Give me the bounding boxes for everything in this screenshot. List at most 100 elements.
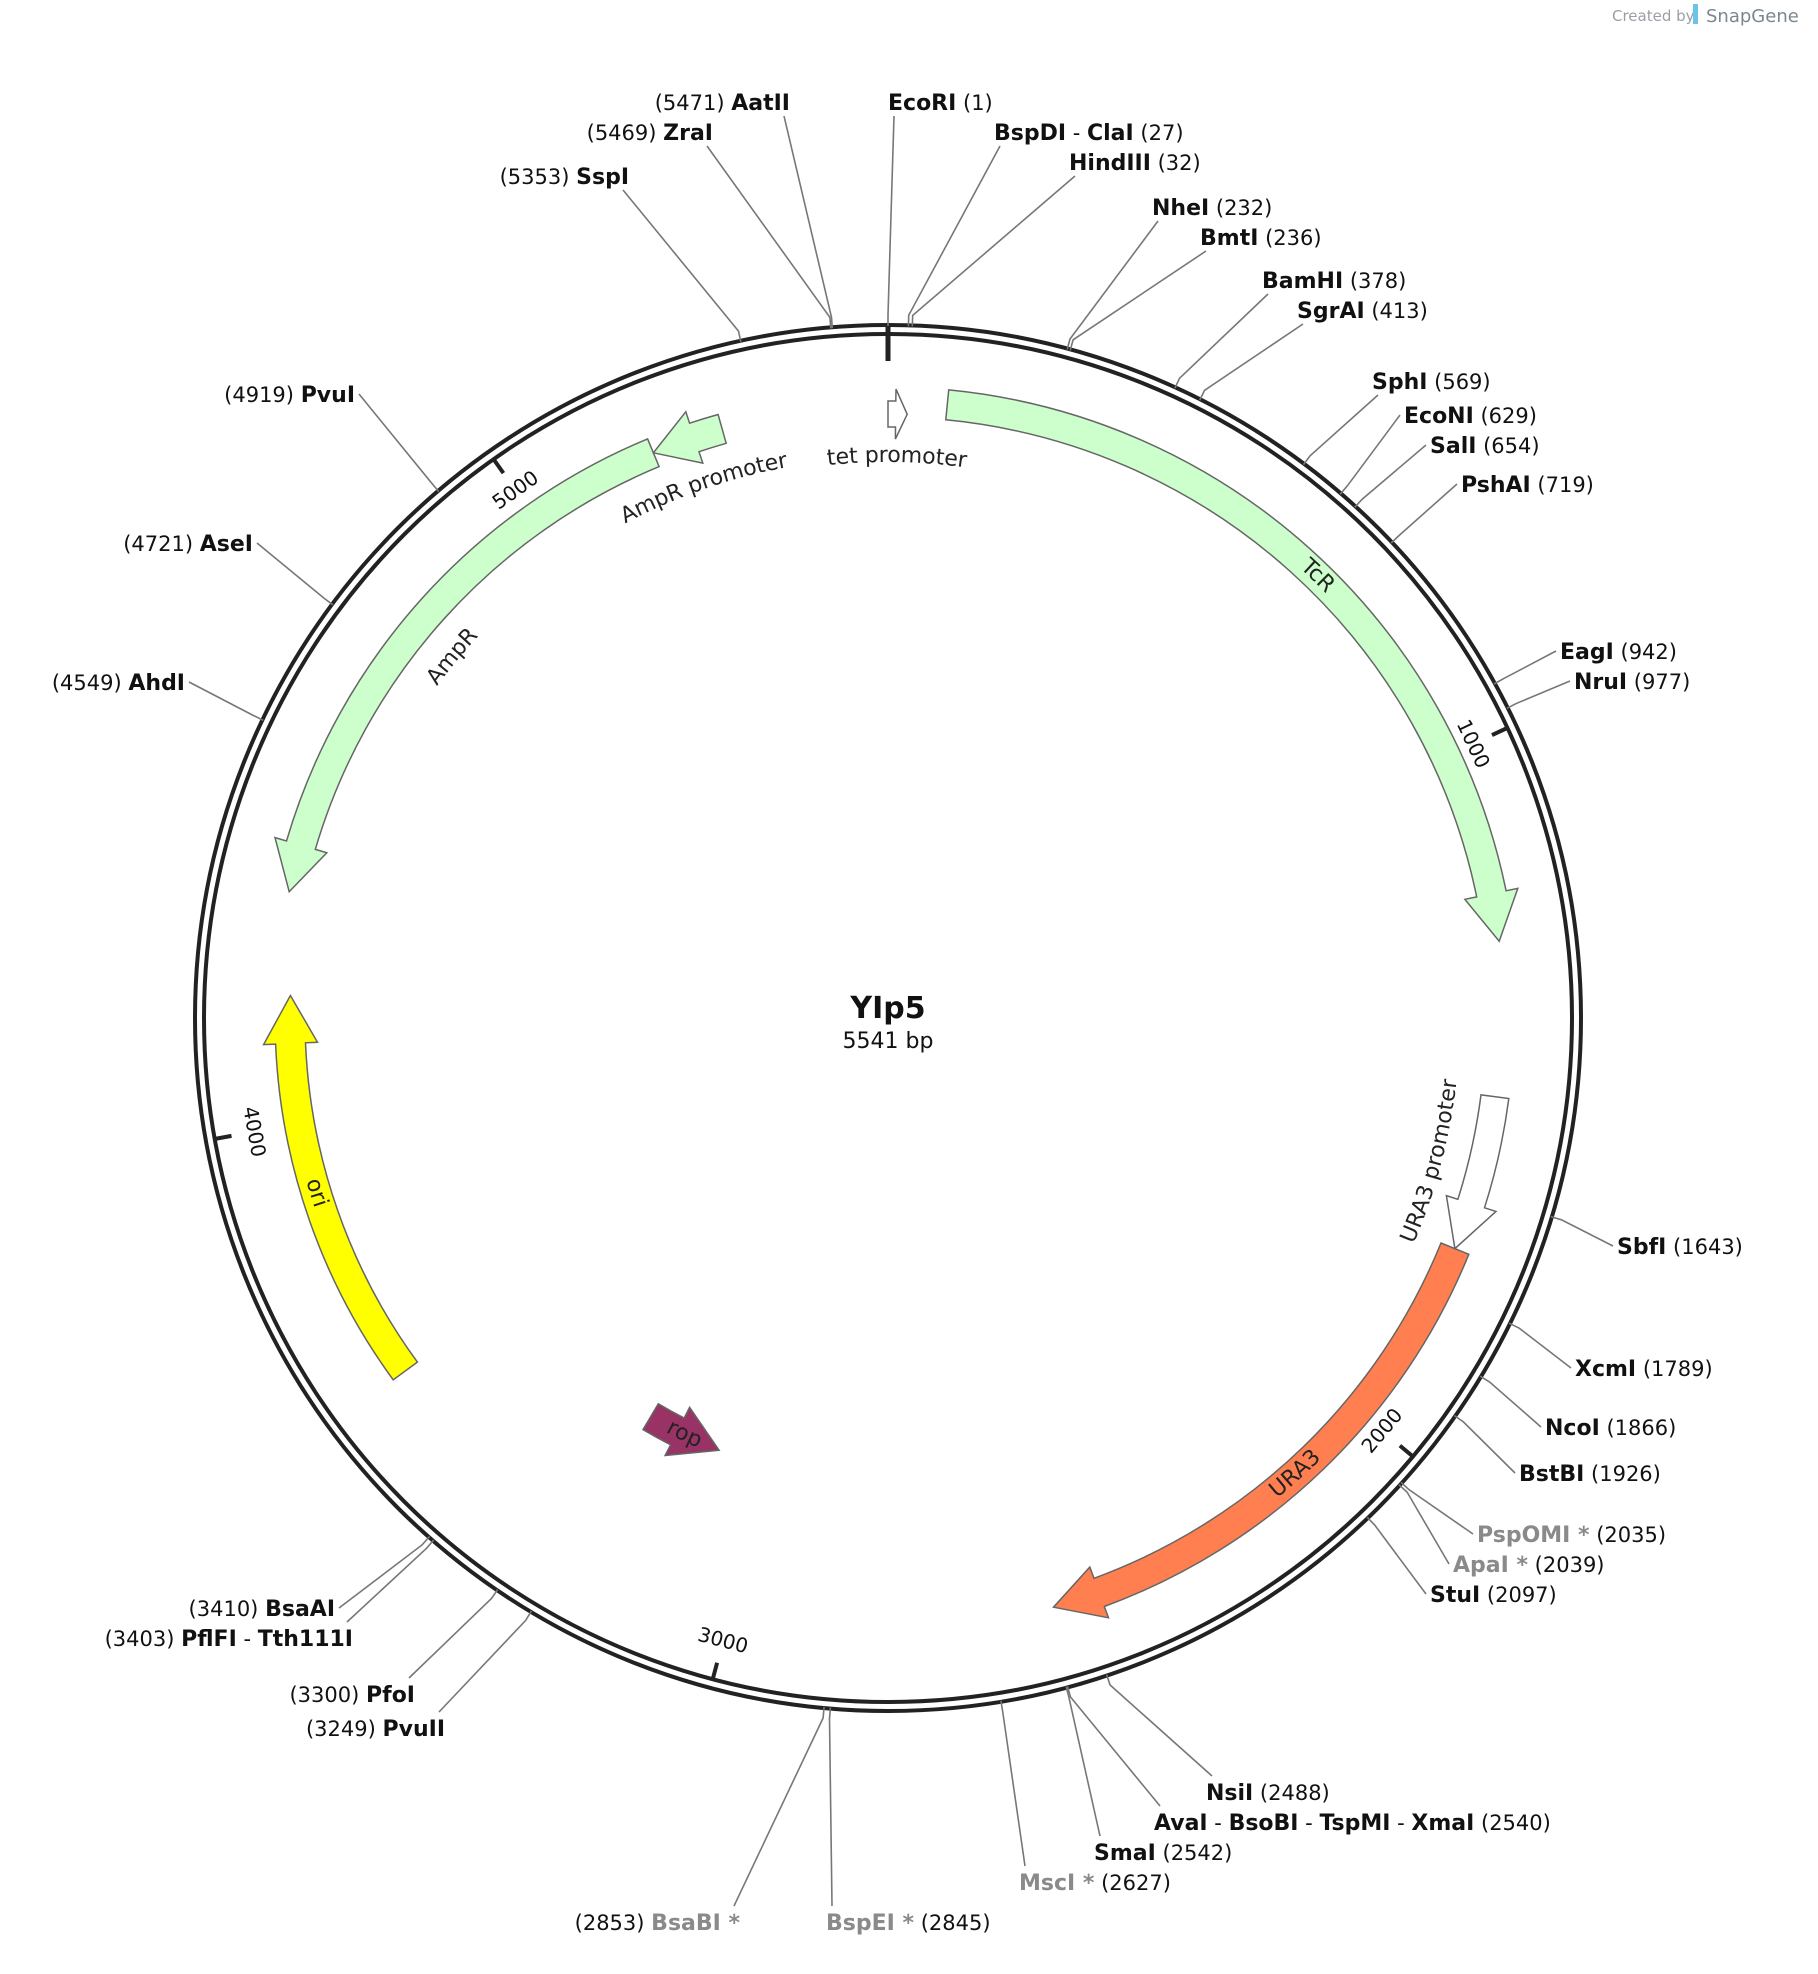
site-xcmi-sep xyxy=(1636,1357,1643,1381)
feature-ampr[interactable] xyxy=(273,437,661,894)
site-sgrai-position: (413) xyxy=(1371,299,1427,323)
site-sbfi-position: (1643) xyxy=(1673,1235,1743,1259)
site-nhei[interactable]: NheI (232) xyxy=(1066,196,1272,350)
site-pspomi-name-0: PspOMI * xyxy=(1477,1523,1590,1548)
site-ahdi[interactable]: (4549) AhdI xyxy=(52,671,264,722)
site-stui[interactable]: StuI (2097) xyxy=(1366,1516,1557,1608)
site-asei[interactable]: (4721) AseI xyxy=(123,532,334,606)
site-leader-pshai xyxy=(1390,483,1458,544)
site-pflfi-tth111i[interactable]: (3403) PflFI - Tth111I xyxy=(105,1539,435,1652)
site-bsaai-sep xyxy=(258,1597,265,1621)
site-smai-sep xyxy=(1156,1841,1163,1865)
site-sphi-sep xyxy=(1427,370,1434,394)
site-label-nhei: NheI (232) xyxy=(1152,196,1272,221)
site-hindiii-name-0: HindIII xyxy=(1069,151,1151,176)
site-asei-name-0: AseI xyxy=(200,532,253,557)
feature-ura3[interactable] xyxy=(1052,1242,1470,1619)
site-apai[interactable]: ApaI * (2039) xyxy=(1398,1484,1605,1578)
site-pfoi[interactable]: (3300) PfoI xyxy=(289,1588,499,1708)
site-bstbi-sep xyxy=(1584,1462,1591,1486)
site-apai-position: (2039) xyxy=(1535,1553,1605,1577)
site-sphi[interactable]: SphI (569) xyxy=(1302,370,1491,466)
site-ecori[interactable]: EcoRI (1) xyxy=(887,91,993,326)
site-bstbi[interactable]: BstBI (1926) xyxy=(1453,1414,1661,1487)
site-ahdi-name-0: AhdI xyxy=(128,671,185,696)
site-aatii-position: (5471) xyxy=(655,91,725,115)
snapgene-logo-icon xyxy=(1693,4,1698,24)
site-pflfi-tth111i-sep: - xyxy=(237,1627,258,1651)
site-sbfi-sep xyxy=(1666,1235,1673,1259)
site-avai-group-name-3: XmaI xyxy=(1411,1811,1474,1836)
site-pspomi[interactable]: PspOMI * (2035) xyxy=(1400,1481,1666,1548)
site-zrai-name-0: ZraI xyxy=(663,121,713,146)
feature-ori[interactable] xyxy=(262,993,419,1381)
site-leader-avai-group xyxy=(1066,1686,1161,1807)
site-leader-pvui xyxy=(358,393,440,493)
site-pflfi-tth111i-name-1: Tth111I xyxy=(258,1627,353,1652)
feature-ampr-promoter[interactable] xyxy=(652,410,728,465)
site-label-ecori: EcoRI (1) xyxy=(888,91,993,116)
site-bspdi-clai-name-1: ClaI xyxy=(1087,121,1134,146)
site-sbfi[interactable]: SbfI (1643) xyxy=(1550,1215,1743,1260)
site-pshai[interactable]: PshAI (719) xyxy=(1390,473,1594,544)
site-label-pvuii: (3249) PvuII xyxy=(306,1717,445,1742)
site-leader-stui xyxy=(1366,1516,1427,1595)
site-smai[interactable]: SmaI (2542) xyxy=(1065,1686,1232,1866)
site-bspdi-clai[interactable]: BspDI - ClaI (27) xyxy=(907,121,1184,327)
feature-ura3-promoter[interactable] xyxy=(1445,1094,1510,1251)
site-hindiii[interactable]: HindIII (32) xyxy=(911,151,1201,327)
site-econi[interactable]: EcoNI (629) xyxy=(1339,404,1537,495)
site-stui-sep xyxy=(1480,1583,1487,1607)
site-asei-position: (4721) xyxy=(123,532,193,556)
site-bspei[interactable]: BspEI * (2845) xyxy=(826,1707,991,1936)
site-bspei-sep xyxy=(914,1911,921,1935)
feature-tet-promoter[interactable] xyxy=(887,388,909,440)
plasmid-size: 5541 bp xyxy=(843,1029,934,1054)
tick-label-3000: 3000 xyxy=(695,1622,750,1658)
site-sali-position: (654) xyxy=(1483,434,1539,458)
site-leader-pflfi-tth111i xyxy=(346,1539,435,1623)
site-bmti[interactable]: BmtI (236) xyxy=(1069,226,1322,351)
tick-mark-2000 xyxy=(1398,1444,1415,1459)
feature-rop[interactable] xyxy=(641,1402,721,1457)
site-leader-ecori xyxy=(887,115,895,326)
site-leader-sphi xyxy=(1302,394,1379,466)
site-ncoi[interactable]: NcoI (1866) xyxy=(1479,1375,1676,1441)
site-sspi[interactable]: (5353) SspI xyxy=(500,165,742,342)
site-nsii[interactable]: NsiI (2488) xyxy=(1105,1674,1330,1807)
site-label-sgrai: SgrAI (413) xyxy=(1297,299,1428,324)
site-bmti-position: (236) xyxy=(1265,226,1321,250)
site-stui-name-0: StuI xyxy=(1430,1583,1480,1608)
site-bsaai[interactable]: (3410) BsaAI xyxy=(189,1535,431,1622)
feature-tcr[interactable] xyxy=(944,389,1519,943)
snapgene-credit[interactable]: Created by SnapGene xyxy=(1612,4,1799,27)
site-leader-hindiii xyxy=(911,175,1076,327)
site-asei-sep xyxy=(193,532,200,556)
site-label-xcmi: XcmI (1789) xyxy=(1575,1357,1713,1382)
site-label-bsaai: (3410) BsaAI xyxy=(189,1597,335,1622)
site-xcmi[interactable]: XcmI (1789) xyxy=(1508,1322,1713,1382)
site-bsabi[interactable]: (2853) BsaBI * xyxy=(575,1706,825,1936)
site-nsii-position: (2488) xyxy=(1260,1781,1330,1805)
site-sgrai[interactable]: SgrAI (413) xyxy=(1198,299,1428,401)
site-nrui[interactable]: NruI (977) xyxy=(1506,670,1690,710)
site-pvui[interactable]: (4919) PvuI xyxy=(224,383,440,493)
site-zrai[interactable]: (5469) ZraI xyxy=(587,121,832,329)
site-label-aatii: (5471) AatII xyxy=(655,91,790,116)
site-bamhi[interactable]: BamHI (378) xyxy=(1174,269,1406,389)
site-avai-group-name-2: TspMI xyxy=(1319,1811,1390,1836)
site-sali[interactable]: SalI (654) xyxy=(1354,434,1540,508)
site-pvuii[interactable]: (3249) PvuII xyxy=(306,1610,533,1742)
site-msci-name-0: MscI * xyxy=(1019,1871,1095,1896)
site-msci[interactable]: MscI * (2627) xyxy=(1000,1700,1171,1896)
site-bsabi-name-0: BsaBI * xyxy=(651,1911,740,1936)
site-eagi[interactable]: EagI (942) xyxy=(1493,640,1677,685)
site-avai-group-sep xyxy=(1474,1811,1481,1835)
tick-label-4000: 4000 xyxy=(238,1105,271,1159)
site-aatii[interactable]: (5471) AatII xyxy=(655,91,834,329)
site-label-pspomi: PspOMI * (2035) xyxy=(1477,1523,1666,1548)
site-avai-group[interactable]: AvaI - BsoBI - TspMI - XmaI (2540) xyxy=(1066,1686,1551,1836)
tick-mark-5000 xyxy=(491,457,506,475)
site-leader-pspomi xyxy=(1400,1481,1474,1535)
credit-prefix: Created by xyxy=(1612,7,1695,25)
